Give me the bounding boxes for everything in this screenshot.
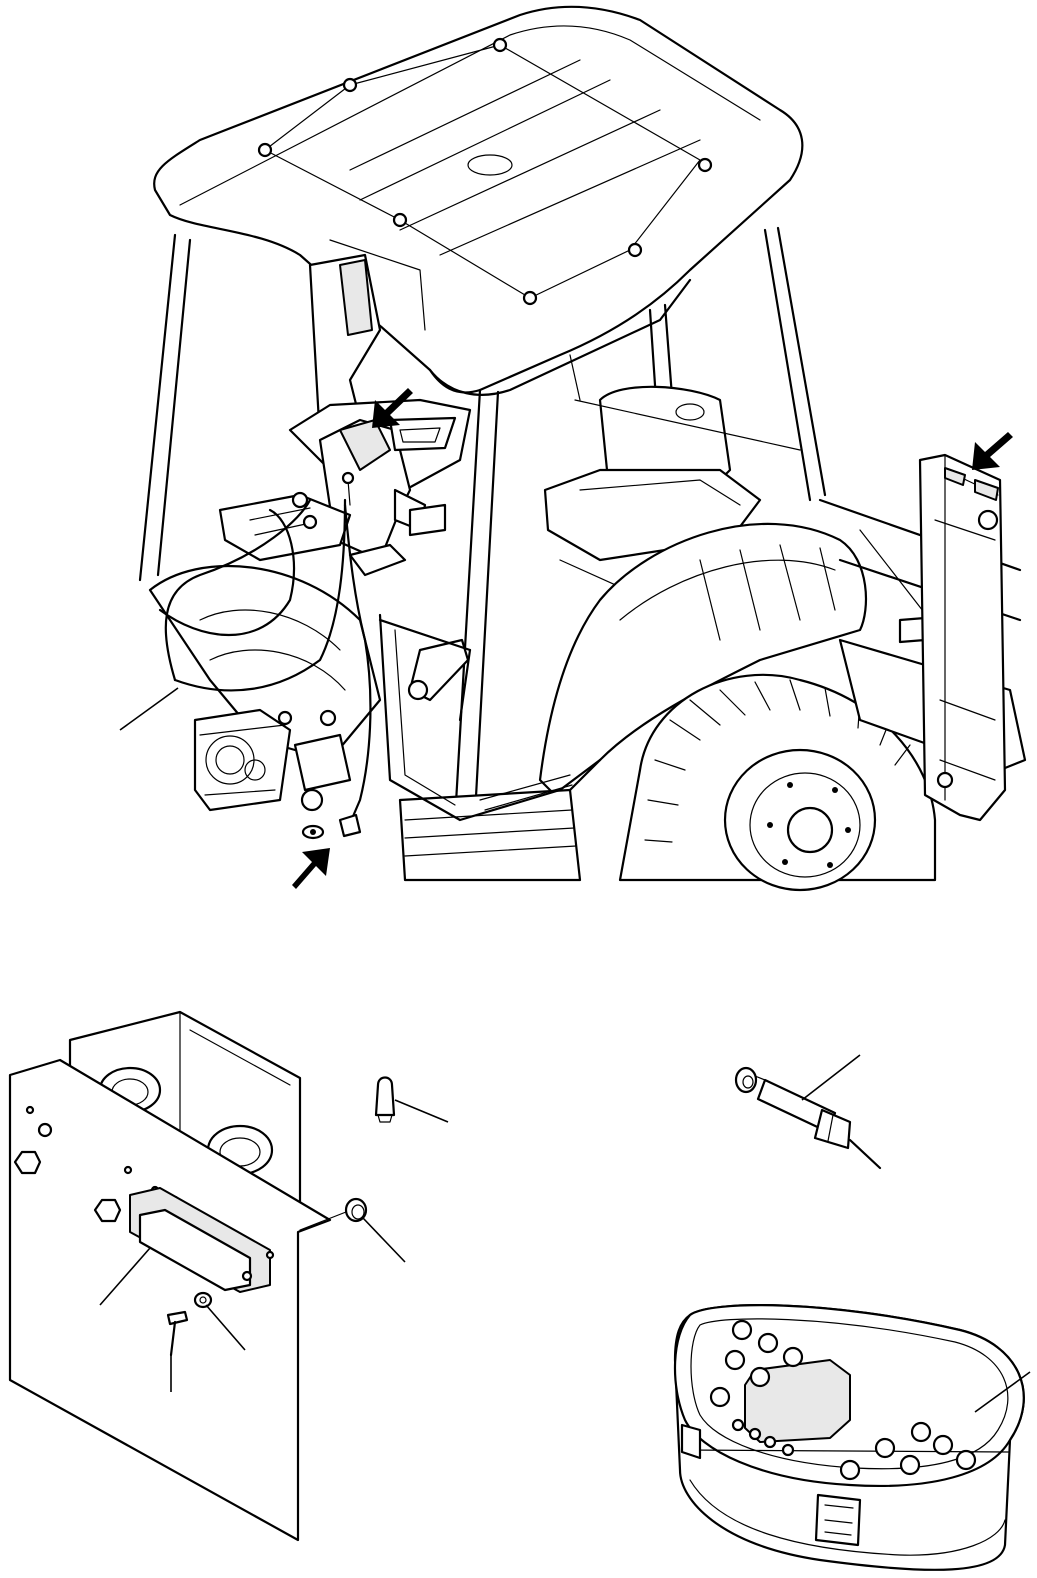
arrow-rear-lamp: [972, 432, 1013, 470]
cab-interior: [538, 354, 868, 802]
monitor-panel-detail: [673, 1304, 1031, 1571]
side-bracket: [378, 618, 472, 722]
arrow-dashboard: [372, 388, 413, 428]
leader-line-bulb: [394, 1099, 449, 1123]
machine-cab-overview: [119, 5, 1027, 892]
sensor-detail: [734, 1054, 882, 1170]
front-dashboard: [218, 398, 472, 577]
rear-wheel: [618, 673, 937, 892]
leader-line-monitor: [974, 1371, 1031, 1413]
lower-plug: [301, 824, 325, 840]
rear-lamp-detail: [8, 1010, 449, 1542]
leader-line-washer: [205, 1304, 246, 1351]
engine-area: [148, 564, 582, 882]
cab-roof: [153, 5, 804, 396]
leader-line-grommet: [362, 1217, 406, 1263]
cab-door: [378, 613, 602, 822]
leader-line-lamp: [99, 1247, 151, 1306]
wiring-harness: [158, 471, 372, 838]
rear-lamp-post: [918, 453, 1007, 822]
leader-line-harness: [119, 687, 179, 731]
arrow-lower: [292, 848, 330, 889]
leader-line-sensor: [801, 1054, 861, 1101]
